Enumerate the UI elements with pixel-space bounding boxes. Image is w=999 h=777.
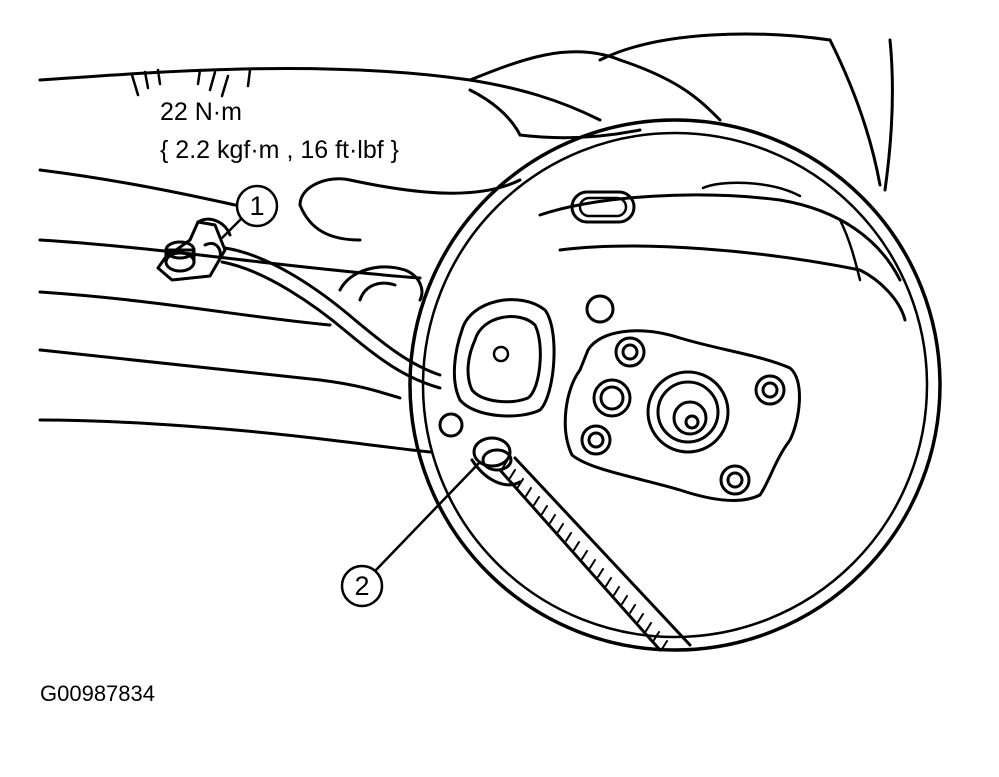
figure-id: G00987834 xyxy=(40,681,155,706)
torque-value-conversions: { 2.2 kgf·m , 16 ft·lbf } xyxy=(160,136,400,164)
callout-2-number: 2 xyxy=(354,571,370,601)
callout-1 xyxy=(220,184,279,240)
torque-value-nm: 22 N·m xyxy=(160,98,242,126)
axle-hub xyxy=(646,370,730,454)
bracket-bolt xyxy=(164,240,196,273)
hub-flange xyxy=(563,329,801,502)
hub-bolts xyxy=(580,336,786,496)
plate-pocket xyxy=(452,298,556,418)
backing-plate xyxy=(408,118,942,652)
callout-2 xyxy=(340,460,482,608)
sketch-marks xyxy=(130,68,252,98)
brake-cable-coil xyxy=(498,456,692,652)
cable-end-fitting xyxy=(470,436,522,487)
callout-1-number: 1 xyxy=(249,191,265,221)
